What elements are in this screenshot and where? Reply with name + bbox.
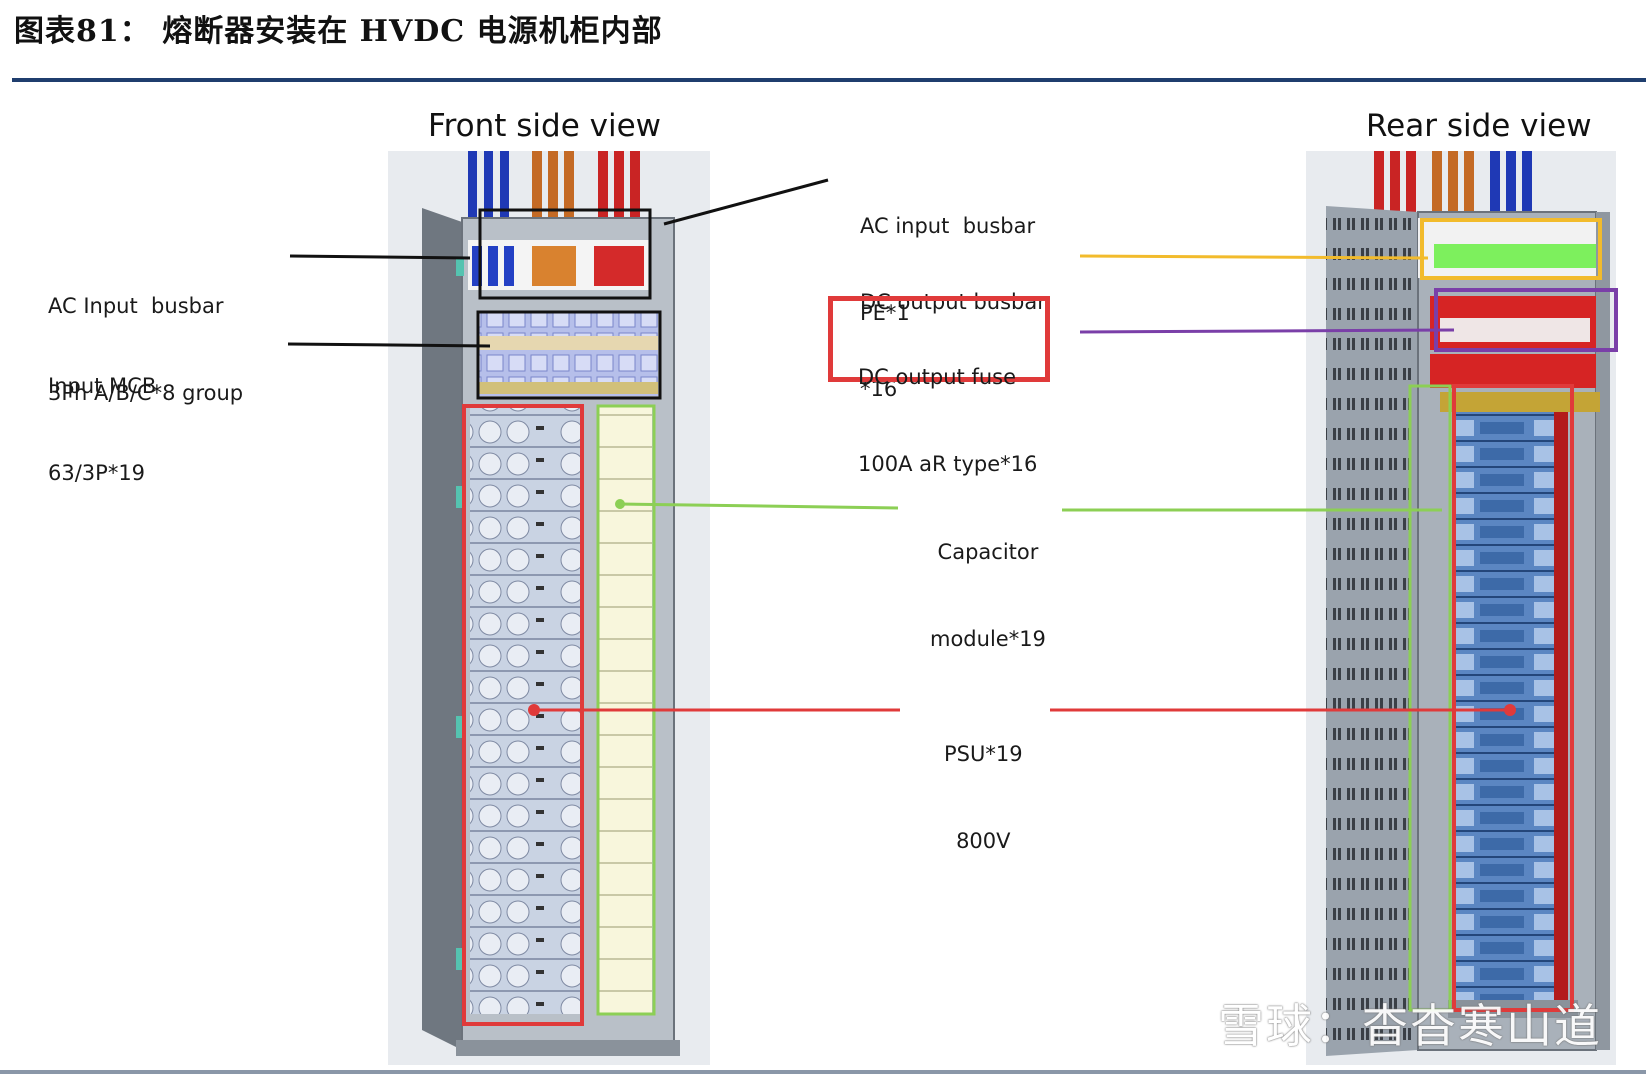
footer-rule	[0, 1070, 1646, 1074]
rear-psu-box	[1452, 384, 1574, 1012]
label-dc-output-fuse: DC output fuse 100A aR type*16	[858, 365, 1038, 476]
rear-capacitor-box	[1408, 384, 1452, 1012]
label-capacitor-module: Capacitor module*19	[930, 540, 1046, 651]
front-view-title: Front side view	[428, 108, 662, 144]
front-mcb-box	[476, 310, 662, 400]
leader-input-mcb	[287, 342, 491, 348]
dc-output-fuse-box	[828, 296, 1050, 382]
leader-ac-input-busbar-pe	[663, 178, 829, 226]
label-dc-output-busbar: DC output busbar *16	[860, 290, 1046, 401]
figure-title: 图表81： 熔断器安装在 HVDC 电源机柜内部	[14, 14, 663, 49]
front-psu-box	[462, 404, 584, 1026]
label-psu: PSU*19 800V	[944, 742, 1023, 853]
label-ac-input-busbar-group: AC Input busbar 3Ph A/B/C*8 group	[48, 294, 244, 405]
front-busbar-box	[478, 208, 652, 300]
leader-dc-output-busbar	[1079, 254, 1429, 260]
watermark: 雪球：杳杳寒山道	[1218, 999, 1602, 1053]
rear-top-cables	[1374, 151, 1532, 215]
header-rule	[12, 78, 1646, 82]
rear-view-title: Rear side view	[1366, 108, 1592, 144]
label-input-mcb: Input MCB 63/3P*19	[48, 374, 157, 485]
front-cabinet	[388, 151, 710, 1065]
leader-capacitor-front	[619, 502, 899, 510]
rear-dc-busbar-box	[1420, 218, 1602, 280]
label-ac-input-busbar-pe: AC input busbar PE*1	[860, 214, 1036, 325]
leader-ac-input-busbar-group	[289, 254, 471, 260]
rear-cabinet	[1306, 151, 1616, 1065]
front-top-cables	[468, 151, 640, 243]
leader-dc-output-fuse	[1079, 328, 1455, 334]
rear-fuse-box	[1434, 288, 1618, 352]
